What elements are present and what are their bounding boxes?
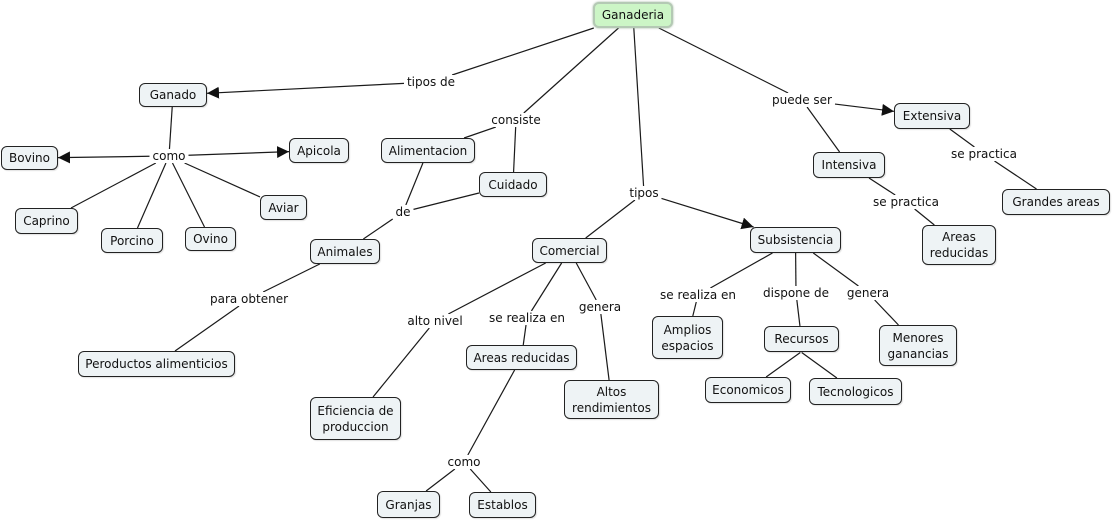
node-caprino[interactable]: Caprino [15,208,78,234]
connector-lp_recursos-to-economicos [765,352,801,378]
connector-alimentacion-to-lp_de [405,162,424,206]
connector-ganaderia-to-lp_consiste [523,27,619,114]
connector-lp_para_obtener-to-peroductos [174,305,240,352]
connector-lp_tipos-to-comercial [585,199,636,239]
link-label-tipos-de[interactable]: tipos de [405,75,457,89]
link-label-alto-nivel[interactable]: alto nivel [406,314,464,328]
node-intensiva[interactable]: Intensiva [813,152,885,178]
connector-intensiva-to-lp_practica_int [868,177,896,196]
connector-comercial-to-lp_genera_com [575,262,597,301]
connector-areas_red_com-to-lp_como2 [467,369,516,456]
connector-subsistencia-to-lp_genera_sub [812,252,859,287]
node-establos[interactable]: Establos [469,492,536,518]
connector-ganaderia-to-lp_tipos_de [451,27,594,76]
link-label-tipos[interactable]: tipos [628,186,660,200]
node-areas-reducidas-comercial[interactable]: Areas reducidas [466,345,577,370]
node-ganaderia[interactable]: Ganaderia [593,2,673,28]
connector-ganado-to-lp_como1 [168,106,173,150]
node-amplios-espacios[interactable]: Amplios espacios [652,316,723,359]
node-menores-ganancias[interactable]: Menores ganancias [879,325,957,366]
connector-lp_puede_ser-to-intensiva [806,106,841,153]
connector-lp_consiste-to-cuidado [512,126,517,173]
link-label-dispone-de[interactable]: dispone de [762,286,830,300]
node-extensiva[interactable]: Extensiva [894,103,970,129]
node-aviar[interactable]: Aviar [260,195,307,220]
connector-lp_como1-to-apicola [188,146,290,159]
connector-comercial-to-lp_alto_nivel [448,262,546,315]
connector-lp_alto_nivel-to-eficiencia [372,327,430,398]
connector-lp_tipos_de-to-ganado [206,82,405,99]
connector-lp_se_realiza_com-to-areas_red_com [522,324,527,346]
node-porcino[interactable]: Porcino [101,228,163,253]
node-animales[interactable]: Animales [310,239,380,264]
node-ganado[interactable]: Ganado [139,83,207,107]
node-subsistencia[interactable]: Subsistencia [750,227,841,253]
connector-lp_como1-to-ovino [171,162,206,228]
connector-lp_consiste-to-alimentacion [463,126,496,139]
node-peroductos-alimenticios[interactable]: Peroductos alimenticios [78,351,235,377]
node-ovino[interactable]: Ovino [185,227,236,251]
link-label-se-practica-2[interactable]: se practica [872,195,940,209]
link-label-se-realiza-en[interactable]: se realiza en [488,311,566,325]
connector-lp_practica_int-to-areas_red_int [914,208,935,226]
connector-lp_dispone-to-recursos [796,299,801,327]
connector-cuidado-to-lp_de [413,192,480,210]
node-alimentacion[interactable]: Alimentacion [381,138,475,163]
link-label-genera-2[interactable]: genera [845,286,891,300]
node-eficiencia-de-produccion[interactable]: Eficiencia de produccion [310,397,401,440]
node-apicola[interactable]: Apicola [289,138,349,163]
connector-lp_como2-to-establos [469,468,492,493]
connector-subsistencia-to-lp_se_realiza_sub [710,252,773,289]
connector-extensiva-to-lp_practica_ext [949,128,975,148]
connector-lp_practica_ext-to-grandes [994,160,1037,190]
connector-lp_de-to-animales [363,218,394,240]
node-recursos[interactable]: Recursos [764,326,839,352]
link-label-se-practica[interactable]: se practica [950,147,1018,161]
node-economicos[interactable]: Economicos [705,377,791,403]
connector-lp_como1-to-aviar [184,162,261,198]
connector-lp_puede_ser-to-extensiva [834,103,895,116]
node-grandes-areas[interactable]: Grandes areas [1002,189,1110,215]
connector-ganaderia-to-lp_puede_ser [658,27,789,94]
link-label-genera[interactable]: genera [577,300,623,314]
connector-lp_recursos-to-tecnologicos [801,352,838,379]
node-comercial[interactable]: Comercial [532,238,607,263]
connector-lp_genera_com-to-altos [600,313,610,381]
connector-lp_como1-to-porcino [136,162,167,229]
link-label-como[interactable]: como [151,149,187,163]
node-tecnologicos[interactable]: Tecnologicos [809,378,902,405]
link-label-para-obtener[interactable]: para obtener [208,292,290,306]
link-label-puede-ser[interactable]: puede ser [771,93,833,107]
connector-lp_se_realiza_sub-to-amplios [692,301,697,317]
connector-lp_como2-to-granjas [425,468,456,492]
node-bovino[interactable]: Bovino [1,146,58,170]
connector-lp_tipos-to-subsistencia [661,197,754,230]
connector-lp_como1-to-bovino [57,151,150,164]
node-cuidado[interactable]: Cuidado [479,172,547,197]
link-label-como-2[interactable]: como [446,455,482,469]
node-altos-rendimientos[interactable]: Altos rendimientos [564,380,659,419]
connector-lp_genera_sub-to-menores [874,299,899,326]
link-label-consiste[interactable]: consiste [490,113,542,127]
connector-ganaderia-to-lp_tipos [633,27,645,187]
link-label-se-realiza-en-2[interactable]: se realiza en [659,288,737,302]
link-label-de[interactable]: de [394,205,412,219]
node-granjas[interactable]: Granjas [377,491,440,518]
connector-animales-to-lp_para_obtener [262,263,321,293]
node-areas-reducidas-intensiva[interactable]: Areas reducidas [922,225,996,265]
connector-lp_como1-to-caprino [70,162,157,209]
connector-comercial-to-lp_se_realiza_com [530,262,563,312]
